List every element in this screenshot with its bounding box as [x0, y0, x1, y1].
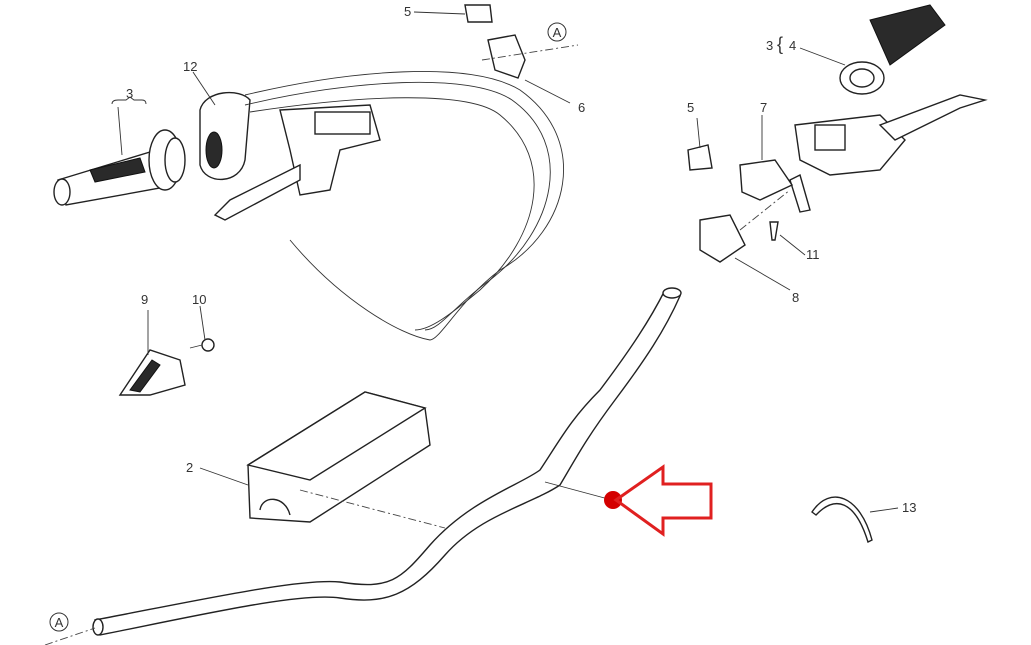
screw-10[interactable]: [189, 338, 215, 352]
callout-6: 6: [578, 100, 585, 115]
reference-mark-top: A: [547, 22, 567, 42]
callout-5-right: 5: [687, 100, 694, 115]
switch-housing-6[interactable]: [487, 34, 526, 79]
callout-12: 12: [183, 59, 197, 74]
brace-left: [111, 96, 147, 105]
svg-text:A: A: [55, 615, 64, 630]
callout-10: 10: [192, 292, 206, 307]
brace-right: {: [777, 34, 783, 54]
highlight-marker-part-1[interactable]: 1: [604, 491, 622, 509]
callout-11: 11: [806, 247, 820, 262]
clutch-master-cylinder[interactable]: [789, 94, 988, 213]
throttle-housing[interactable]: [199, 91, 251, 181]
callout-13: 13: [902, 500, 916, 515]
callout-2: 2: [186, 460, 193, 475]
switch-cover-top[interactable]: [464, 4, 493, 23]
bracket-9[interactable]: [118, 349, 186, 396]
callout-7: 7: [760, 100, 767, 115]
callout-3-right: 3: [766, 38, 773, 53]
reference-mark-bottom: A: [49, 612, 69, 632]
svg-text:A: A: [553, 25, 562, 40]
switch-clamp-8[interactable]: [699, 214, 746, 263]
right-grip[interactable]: [839, 4, 946, 95]
front-brake-master-cylinder[interactable]: [213, 104, 381, 221]
handlebar-pad[interactable]: [246, 391, 431, 523]
switch-housing-7[interactable]: [739, 159, 794, 201]
left-grip[interactable]: [53, 129, 186, 206]
callout-8: 8: [792, 290, 799, 305]
callout-5-top: 5: [404, 4, 411, 19]
leader-lines: [44, 11, 899, 645]
screw-11[interactable]: [769, 221, 779, 241]
highlight-arrow: [613, 464, 713, 537]
callout-4: 4: [789, 38, 796, 53]
throttle-cables[interactable]: [244, 71, 564, 341]
callout-9: 9: [141, 292, 148, 307]
cable-tie-13[interactable]: [811, 496, 873, 543]
handlebar[interactable]: [92, 287, 682, 636]
switch-cover-right[interactable]: [687, 144, 713, 171]
callout-3-left: 3: [126, 86, 133, 101]
svg-text:1: 1: [610, 496, 616, 507]
